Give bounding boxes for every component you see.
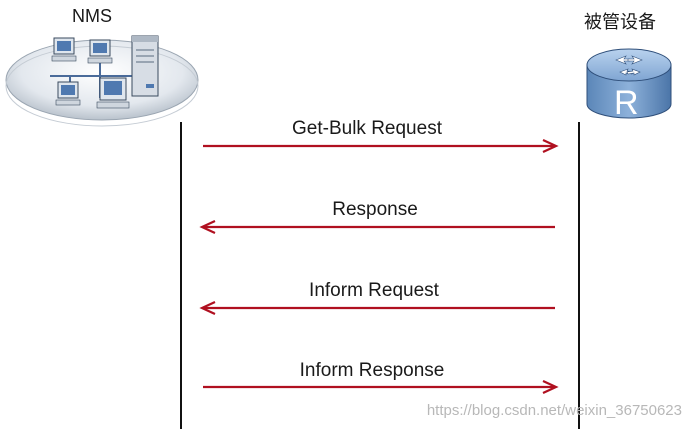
message-arrow-1: [203, 139, 559, 153]
arrowhead: [542, 380, 559, 394]
network-computers-icon: [5, 35, 199, 127]
managed-device-label: 被管设备: [584, 12, 656, 32]
device-lifeline: [578, 122, 580, 429]
message-arrow-4: [203, 380, 559, 394]
nms-label: NMS: [72, 6, 112, 26]
arrowhead: [199, 301, 216, 315]
router-icon: [586, 48, 672, 119]
arrowhead: [199, 220, 216, 234]
watermark-url: https://blog.csdn.net/weixin_36750623: [426, 402, 682, 419]
nms-lifeline: [180, 122, 182, 429]
message-label-response: Response: [332, 199, 418, 220]
message-label-inform-response: Inform Response: [299, 360, 445, 381]
arrowhead: [542, 139, 559, 153]
message-arrow-2: [199, 220, 555, 234]
router-glyph: R: [614, 84, 639, 122]
message-arrow-3: [199, 301, 555, 315]
message-label-get-bulk-request: Get-Bulk Request: [292, 118, 442, 139]
message-label-inform-request: Inform Request: [309, 280, 439, 301]
